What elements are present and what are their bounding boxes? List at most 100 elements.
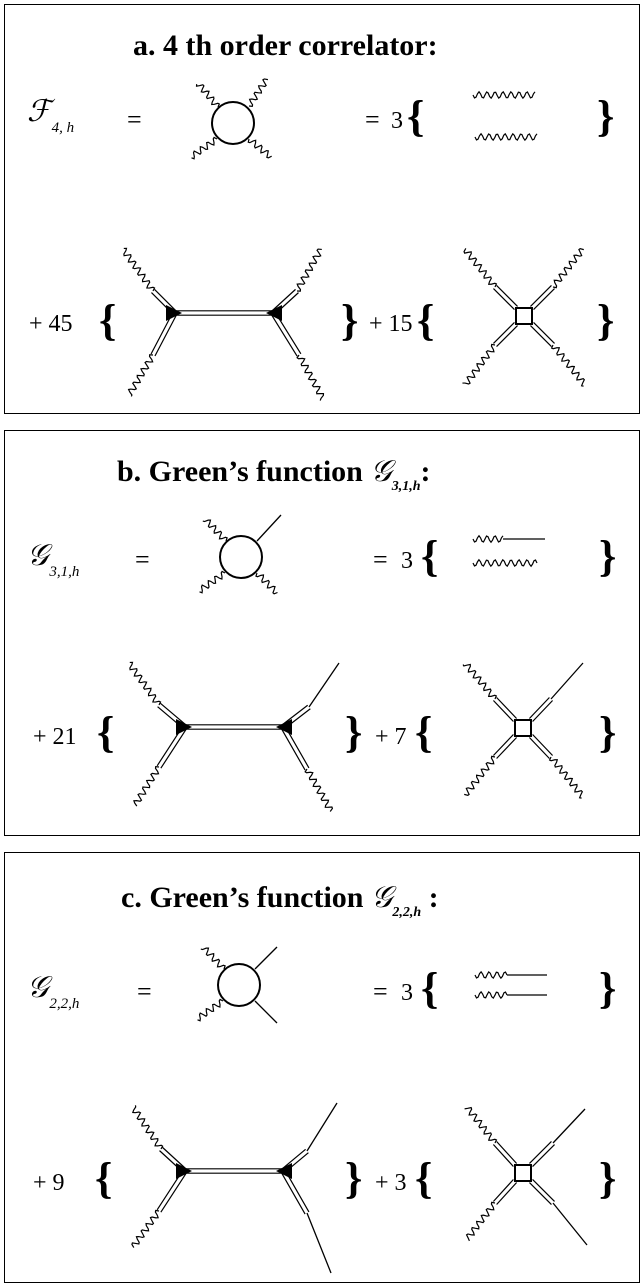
double-line [492, 697, 518, 722]
wavy-line [550, 344, 586, 387]
tree-diagram [123, 247, 325, 401]
plain-line [308, 662, 340, 708]
double-line [270, 311, 302, 357]
panel-c-diagrams [131, 946, 588, 1274]
wavy-line [465, 1201, 496, 1242]
panel-b-title: b. Green’s function 𝒢3,1,h: [117, 455, 431, 494]
equals-1: = [127, 105, 142, 134]
double-line [175, 310, 273, 316]
wavy-line [472, 558, 538, 568]
box-vertex-diagram [462, 662, 584, 799]
wavy-line [462, 343, 496, 385]
wavy-line [199, 570, 226, 594]
wavy-line [296, 354, 325, 401]
plain-line [306, 1212, 332, 1274]
wavy-line [474, 132, 538, 142]
panel-c: c. Green’s function 𝒢2,2,h : 𝒢2,2,h = = … [4, 852, 640, 1283]
box-vertex [515, 307, 533, 325]
brace-close-2: } [345, 1154, 363, 1203]
lhs-subscript: 4, h [51, 120, 75, 136]
equals-1: = [135, 545, 150, 574]
brace-open-2: { [95, 1154, 113, 1203]
panel-a: a. 4 th order correlator: ℱ4, h = = 3 { … [4, 4, 640, 414]
loop-diagram [199, 514, 282, 595]
triangle-vertex [166, 305, 182, 321]
disconnected-propagators [474, 970, 547, 1000]
loop-diagram [197, 946, 278, 1024]
brace-open-2: { [99, 296, 117, 345]
triangle-vertex [276, 1163, 292, 1179]
wavy-line [464, 755, 496, 796]
panel-b-title-text: b. Green’s function [117, 455, 363, 488]
wavy-line [127, 354, 154, 397]
wavy-line [474, 970, 508, 980]
wavy-line [131, 1209, 160, 1248]
brace-close-1: } [597, 92, 615, 141]
tree-diagram [131, 1102, 338, 1274]
wavy-line [472, 90, 536, 100]
brace-open-1: { [407, 92, 425, 141]
brace-close-1: } [599, 532, 617, 581]
double-line [185, 1168, 283, 1174]
wavy-line [548, 756, 584, 799]
double-line [185, 724, 283, 730]
double-line [280, 1169, 310, 1215]
wavy-line [195, 84, 221, 108]
box-vertex [514, 719, 532, 737]
equals-2: = [373, 545, 388, 574]
panel-c-title-text: c. Green’s function [121, 881, 364, 914]
wavy-line [129, 661, 162, 706]
brace-close-2: } [345, 708, 363, 757]
lhs-subscript: 2,2,h [49, 996, 80, 1012]
triangle-vertex [276, 719, 292, 735]
wavy-line [247, 138, 272, 159]
loop-circle [211, 101, 255, 145]
wavy-line [202, 519, 228, 542]
plain-line [550, 662, 584, 700]
wavy-line [304, 768, 334, 812]
double-line [529, 1141, 555, 1167]
wavy-line [464, 1106, 498, 1144]
equals-1: = [137, 977, 152, 1006]
double-line [156, 725, 188, 769]
equals-2: = [365, 105, 380, 134]
disconnected-propagators [472, 534, 545, 568]
coefficient-3: + 3 [375, 1170, 407, 1196]
wavy-line [296, 248, 322, 292]
wavy-line [472, 534, 504, 544]
coefficient-3: + 7 [375, 724, 407, 750]
plain-line [306, 1102, 338, 1152]
brace-open-1: { [421, 532, 439, 581]
plain-line [254, 946, 278, 970]
panel-b: b. Green’s function 𝒢3,1,h: 𝒢3,1,h = = 3… [4, 430, 640, 836]
coefficient-1: 3 [401, 548, 413, 574]
double-line [280, 725, 310, 771]
double-line [492, 1179, 518, 1205]
title-symbol: 𝒢 [370, 455, 392, 488]
lhs-subscript: 3,1,h [49, 564, 80, 580]
plain-line [254, 1000, 278, 1024]
coefficient-1: 3 [401, 980, 413, 1006]
double-line [529, 1179, 555, 1205]
wavy-line [255, 572, 278, 595]
brace-close-3: } [599, 1154, 617, 1203]
brace-open-2: { [97, 708, 115, 757]
lhs-symbol: 𝒢 [27, 539, 49, 572]
panel-c-title: c. Green’s function 𝒢2,2,h : [121, 881, 439, 920]
coefficient-2: + 45 [29, 311, 73, 337]
panel-a-diagrams [123, 78, 586, 401]
box-vertex [514, 1164, 532, 1182]
disconnected-propagators [472, 90, 538, 142]
double-line [156, 1169, 188, 1213]
double-line [530, 285, 555, 310]
panel-a-title: a. 4 th order correlator: [133, 31, 438, 61]
double-line [528, 734, 554, 759]
panel-a-lhs: ℱ4, h [27, 97, 74, 136]
double-line [492, 734, 518, 759]
brace-open-3: { [415, 1154, 433, 1203]
brace-close-2: } [341, 296, 359, 345]
brace-close-3: } [599, 708, 617, 757]
wavy-line [474, 990, 508, 1000]
wavy-line [552, 248, 584, 289]
wavy-line [191, 136, 218, 160]
